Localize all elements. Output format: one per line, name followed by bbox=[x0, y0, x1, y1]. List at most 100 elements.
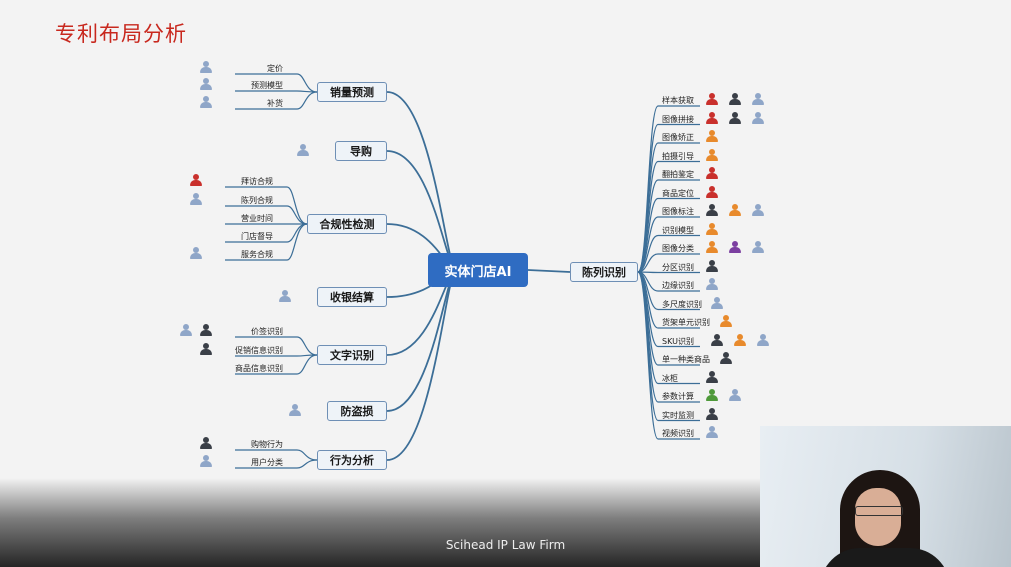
connector-line bbox=[637, 271, 659, 440]
leaf-label: 陈列合规 bbox=[241, 196, 273, 205]
person-icon bbox=[190, 247, 202, 260]
connector-line bbox=[296, 354, 318, 375]
leaf-label: 图像分类 bbox=[662, 244, 694, 253]
person-icon bbox=[706, 259, 718, 273]
person-icon bbox=[289, 404, 301, 417]
leaf-label: 识别模型 bbox=[662, 225, 694, 235]
branch-node: 销量预测 bbox=[317, 82, 387, 102]
leaf-label: 商品信息识别 bbox=[235, 364, 283, 373]
person-icon bbox=[706, 426, 718, 439]
connector-line bbox=[296, 73, 318, 93]
person-icon bbox=[200, 455, 212, 468]
leaf-label: 视频识别 bbox=[662, 429, 694, 438]
branch-node: 行为分析 bbox=[317, 450, 387, 470]
person-icon bbox=[190, 174, 202, 187]
connector-line bbox=[296, 91, 318, 110]
branch-node: 陈列识别 bbox=[570, 262, 638, 282]
connector-line bbox=[296, 449, 318, 461]
person-icon bbox=[757, 333, 769, 347]
person-icon bbox=[706, 389, 718, 402]
person-icon bbox=[297, 144, 309, 157]
center-node: 实体门店AI bbox=[428, 253, 528, 287]
leaf-label: 营业时间 bbox=[241, 214, 273, 223]
person-icon bbox=[706, 370, 718, 384]
person-icon bbox=[711, 296, 723, 310]
leaf-label: 服务合规 bbox=[241, 250, 273, 259]
leaf-label: 补货 bbox=[267, 99, 283, 108]
person-icon bbox=[706, 111, 718, 125]
person-icon bbox=[734, 333, 746, 347]
leaf-label: 冰柜 bbox=[662, 373, 678, 383]
leaf-label: 用户分类 bbox=[251, 458, 283, 467]
person-icon bbox=[752, 111, 764, 125]
person-icon bbox=[729, 389, 741, 402]
person-icon bbox=[706, 130, 718, 143]
leaf-label: 边缘识别 bbox=[662, 281, 694, 290]
branch-node: 文字识别 bbox=[317, 345, 387, 365]
connector-line bbox=[296, 459, 318, 469]
person-icon bbox=[190, 193, 202, 206]
leaf-label: 实时监测 bbox=[662, 410, 694, 420]
person-icon bbox=[706, 407, 718, 421]
branch-node: 导购 bbox=[335, 141, 387, 161]
leaf-label: 预测模型 bbox=[251, 81, 283, 90]
leaf-label: SKU识别 bbox=[662, 336, 694, 346]
branch-node: 防盗损 bbox=[327, 401, 387, 421]
person-icon bbox=[200, 61, 212, 74]
connector-line bbox=[286, 186, 308, 225]
connector-line bbox=[286, 223, 308, 243]
connector-line bbox=[637, 234, 659, 273]
person-icon bbox=[752, 241, 764, 254]
person-icon bbox=[752, 93, 764, 106]
person-icon bbox=[720, 315, 732, 328]
person-icon bbox=[200, 324, 212, 337]
leaf-label: 购物行为 bbox=[251, 440, 283, 449]
person-icon bbox=[706, 93, 718, 106]
person-icon bbox=[706, 241, 718, 254]
leaf-label: 拜访合规 bbox=[241, 177, 273, 186]
presenter-body bbox=[820, 548, 950, 567]
firm-name: Scihead IP Law Firm bbox=[445, 538, 566, 552]
leaf-label: 多尺度识别 bbox=[662, 299, 702, 309]
leaf-label: 门店督导 bbox=[241, 232, 273, 241]
connector-line bbox=[286, 223, 308, 261]
leaf-label: 翻拍鉴定 bbox=[662, 170, 694, 179]
leaf-label: 价签识别 bbox=[251, 327, 283, 336]
person-icon bbox=[200, 78, 212, 91]
person-icon bbox=[279, 290, 291, 303]
person-icon bbox=[729, 111, 741, 125]
person-icon bbox=[720, 352, 732, 365]
leaf-label: 图像拼接 bbox=[662, 114, 694, 124]
leaf-label: 图像标注 bbox=[662, 207, 694, 216]
person-icon bbox=[200, 437, 212, 450]
person-icon bbox=[706, 204, 718, 217]
connector-line bbox=[296, 336, 318, 356]
leaf-label: 参数计算 bbox=[662, 392, 694, 401]
person-icon bbox=[706, 148, 718, 162]
person-icon bbox=[180, 324, 192, 337]
person-icon bbox=[711, 333, 723, 347]
leaf-label: 商品定位 bbox=[662, 188, 694, 198]
leaf-label: 拍摄引导 bbox=[662, 151, 694, 161]
slide-title: 专利布局分析 bbox=[55, 22, 187, 46]
person-icon bbox=[706, 278, 718, 291]
person-icon bbox=[706, 167, 718, 180]
branch-node: 合规性检测 bbox=[307, 214, 387, 234]
leaf-label: 货架单元识别 bbox=[662, 318, 710, 327]
leaf-label: 单一种类商品 bbox=[662, 355, 710, 364]
person-icon bbox=[729, 93, 741, 106]
presenter-face bbox=[855, 488, 901, 546]
leaf-label: 定价 bbox=[267, 64, 283, 73]
presenter-glasses bbox=[855, 506, 903, 516]
person-icon bbox=[200, 96, 212, 109]
person-icon bbox=[729, 204, 741, 217]
leaf-label: 样本获取 bbox=[662, 96, 694, 105]
connector-line bbox=[527, 269, 571, 273]
person-icon bbox=[200, 343, 212, 356]
leaf-label: 图像矫正 bbox=[662, 133, 694, 142]
leaf-label: 分区识别 bbox=[662, 262, 694, 272]
leaf-label: 促销信息识别 bbox=[235, 346, 283, 355]
person-icon bbox=[729, 241, 741, 254]
person-icon bbox=[706, 222, 718, 236]
